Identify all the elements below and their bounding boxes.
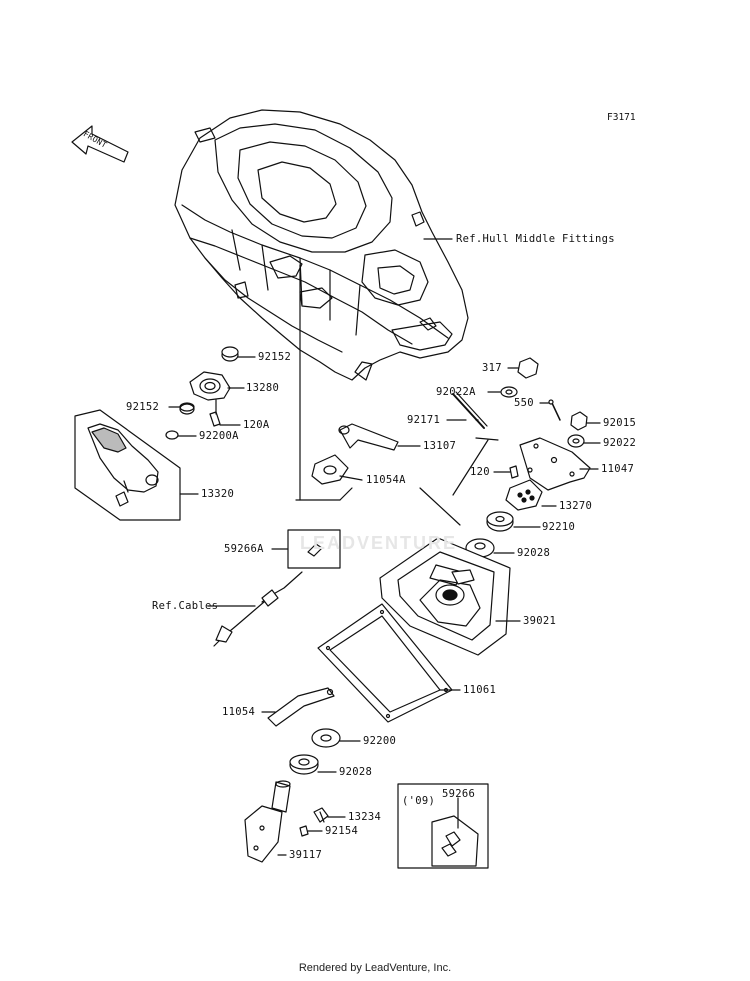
grommet-92152-left — [168, 402, 195, 415]
part-11054a[interactable]: 11054A — [366, 474, 406, 486]
part-92028-bottom[interactable]: 92028 — [339, 766, 373, 778]
part-317[interactable]: 317 — [482, 362, 502, 374]
cable — [207, 571, 303, 647]
part-11054[interactable]: 11054 — [222, 706, 256, 718]
part-92210[interactable]: 92210 — [542, 521, 576, 533]
housing-39021 — [379, 537, 521, 656]
part-11061[interactable]: 11061 — [463, 684, 497, 696]
part-92152-left[interactable]: 92152 — [126, 401, 160, 413]
part-550[interactable]: 550 — [514, 397, 534, 409]
part-120a[interactable]: 120A — [243, 419, 270, 431]
screw-120 — [493, 465, 519, 479]
washer-92200 — [311, 728, 361, 748]
grommet-92152-top — [221, 346, 256, 362]
part-92171[interactable]: 92171 — [407, 414, 441, 426]
part-92152-top[interactable]: 92152 — [258, 351, 292, 363]
washer-92022 — [567, 434, 601, 448]
ref-hull-label[interactable]: Ref.Hull Middle Fittings — [456, 233, 615, 245]
inset-box — [397, 783, 489, 869]
washer-92200a — [165, 430, 197, 440]
bolt-92171 — [446, 391, 488, 429]
part-11047[interactable]: 11047 — [601, 463, 635, 475]
screw-120a — [209, 399, 241, 427]
part-13107[interactable]: 13107 — [423, 440, 457, 452]
part-13320[interactable]: 13320 — [201, 488, 235, 500]
gasket-11061 — [317, 603, 461, 723]
washer-92022a — [487, 386, 518, 398]
guide-lines — [295, 264, 499, 526]
part-92022a[interactable]: 92022A — [436, 386, 476, 398]
ref-cables-label[interactable]: Ref.Cables — [152, 600, 219, 612]
lever-13107 — [338, 423, 421, 451]
fitting-59266a — [271, 529, 341, 569]
part-39117[interactable]: 39117 — [289, 849, 323, 861]
part-59266a[interactable]: 59266A — [224, 543, 264, 555]
part-13270[interactable]: 13270 — [559, 500, 593, 512]
seal-11054a — [311, 454, 363, 485]
part-92154[interactable]: 92154 — [325, 825, 359, 837]
part-13234[interactable]: 13234 — [348, 811, 382, 823]
shaft-39117 — [244, 780, 291, 863]
figure-code: F3171 — [607, 112, 636, 123]
part-92022[interactable]: 92022 — [603, 437, 637, 449]
front-arrow-icon — [71, 125, 129, 163]
pin-92154 — [299, 825, 323, 837]
bracket-11047 — [519, 437, 599, 491]
part-92200[interactable]: 92200 — [363, 735, 397, 747]
cap-92210 — [486, 511, 541, 532]
bolt-13234 — [313, 807, 346, 823]
pin-550 — [539, 399, 561, 421]
nut-317 — [507, 357, 539, 379]
part-120[interactable]: 120 — [470, 466, 490, 478]
parts-box-13320 — [74, 409, 199, 521]
nut-92015 — [570, 411, 601, 431]
ring-92028-bottom — [289, 754, 337, 775]
part-92015[interactable]: 92015 — [603, 417, 637, 429]
disc-13270 — [505, 479, 557, 511]
inset-year-label: ('09) — [402, 795, 436, 807]
watermark-text: LEADVENTURE — [300, 533, 458, 553]
part-92028-top[interactable]: 92028 — [517, 547, 551, 559]
part-92200a[interactable]: 92200A — [199, 430, 239, 442]
hull-middle-fittings — [174, 109, 469, 381]
strap-11054 — [261, 687, 335, 727]
flange-13280 — [189, 371, 245, 401]
footer-credit: Rendered by LeadVenture, Inc. — [298, 962, 452, 974]
part-13280[interactable]: 13280 — [246, 382, 280, 394]
part-59266[interactable]: 59266 — [442, 788, 476, 800]
part-39021[interactable]: 39021 — [523, 615, 557, 627]
